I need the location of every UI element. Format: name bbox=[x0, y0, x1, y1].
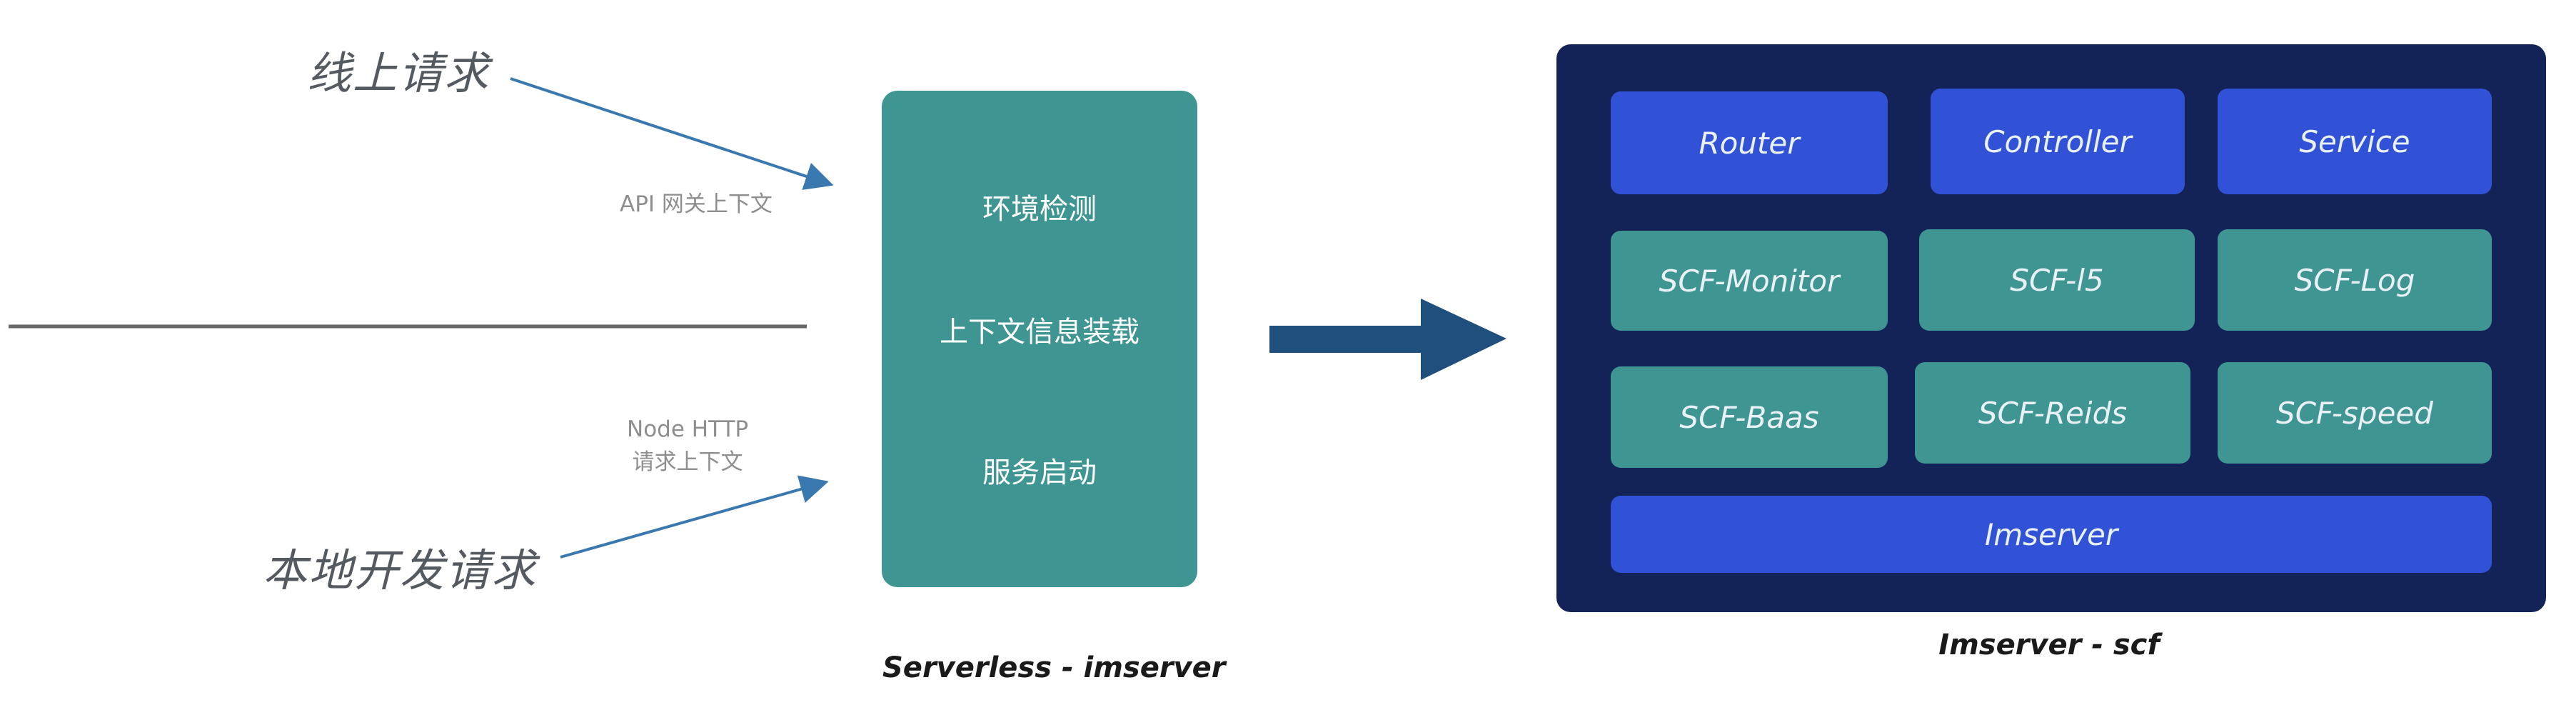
scf-monitor-box: SCF-Monitor bbox=[1611, 231, 1888, 331]
serverless-panel: 环境检测 上下文信息装载 服务启动 bbox=[882, 91, 1197, 587]
scf-baas-box: SCF-Baas bbox=[1611, 366, 1888, 468]
online-request-label: 线上请求 bbox=[307, 47, 490, 99]
context-loading-item: 上下文信息装载 bbox=[940, 316, 1139, 349]
imserver-scf-caption: Imserver - scf bbox=[1938, 629, 2160, 661]
scf-log-box: SCF-Log bbox=[2218, 229, 2492, 331]
imserver-base-box: Imserver bbox=[1611, 496, 2492, 573]
serverless-caption: Serverless - imserver bbox=[882, 651, 1226, 684]
service-start-item: 服务启动 bbox=[982, 456, 1097, 489]
node-http-line1: Node HTTP bbox=[627, 416, 749, 442]
scf-speed-box: SCF-speed bbox=[2218, 362, 2492, 464]
online-request-arrow bbox=[510, 77, 834, 190]
local-request-arrow bbox=[560, 475, 829, 559]
big-right-arrow bbox=[1269, 299, 1506, 380]
router-box: Router bbox=[1611, 91, 1888, 194]
left-connectors bbox=[9, 77, 834, 559]
local-dev-request-label: 本地开发请求 bbox=[263, 544, 538, 596]
env-check-item: 环境检测 bbox=[982, 193, 1097, 226]
scf-reids-box: SCF-Reids bbox=[1915, 362, 2190, 464]
service-box: Service bbox=[2218, 89, 2492, 194]
api-gateway-context-label: API 网关上下文 bbox=[620, 191, 773, 217]
node-http-context-label: Node HTTP 请求上下文 bbox=[627, 413, 748, 479]
controller-box: Controller bbox=[1931, 89, 2185, 194]
node-http-line2: 请求上下文 bbox=[632, 449, 743, 475]
scf-l5-box: SCF-l5 bbox=[1919, 229, 2195, 331]
